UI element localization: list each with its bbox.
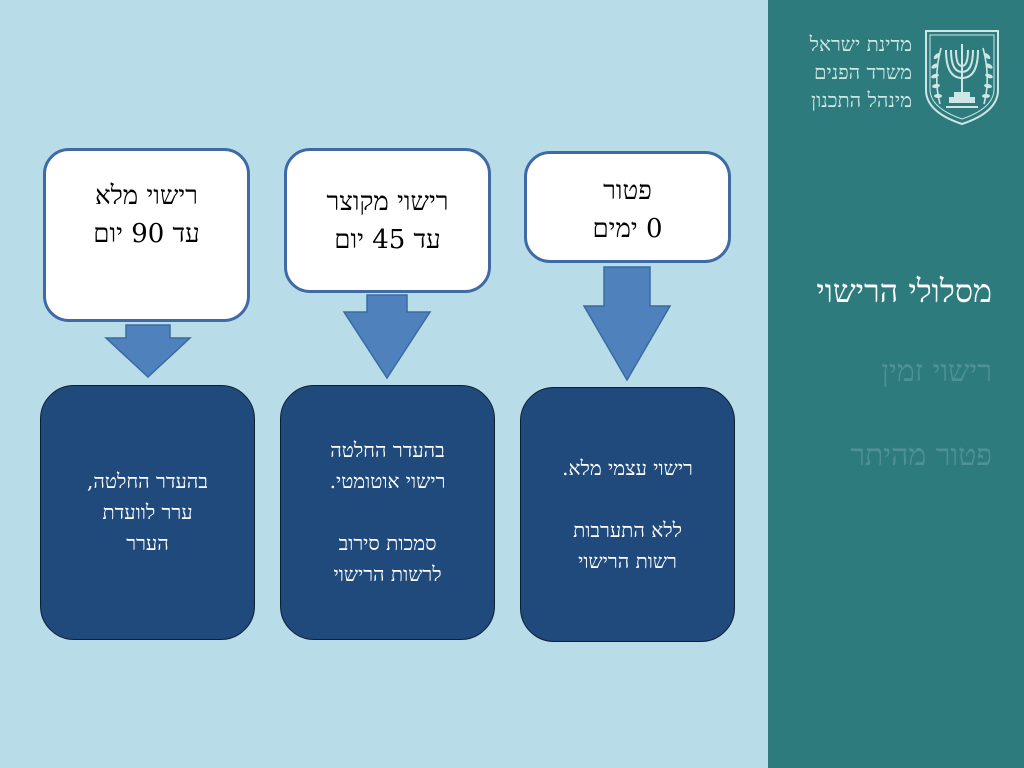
track-exemption-outcome: רישוי עצמי מלא. ללא התערבות רשות הרישוי bbox=[520, 387, 735, 642]
nav-item-licensing-tracks[interactable]: מסלולי הרישוי bbox=[816, 272, 992, 310]
outcome-line: רשות הרישוי bbox=[578, 548, 677, 573]
nav-item-permit-exemption[interactable]: פטור מהיתר bbox=[850, 438, 992, 473]
outcome-line: לרשות הרישוי bbox=[333, 562, 442, 586]
track-title: רישוי מקוצר bbox=[326, 187, 449, 217]
header-line-state: מדינת ישראל bbox=[809, 32, 912, 56]
down-arrow-icon bbox=[104, 324, 192, 378]
outcome-line: הערר bbox=[126, 531, 169, 555]
track-short-licensing-box: רישוי מקוצר עד 45 יום bbox=[284, 148, 491, 293]
outcome-line: רישוי אוטומטי. bbox=[329, 469, 446, 493]
outcome-line: בהעדר החלטה, bbox=[87, 469, 208, 493]
outcome-line: בהעדר החלטה bbox=[330, 438, 445, 462]
sidebar bbox=[768, 0, 1024, 768]
down-arrow-icon bbox=[582, 266, 672, 382]
outcome-line: ללא התערבות bbox=[573, 517, 682, 542]
track-short-licensing-outcome: בהעדר החלטה רישוי אוטומטי. סמכות סירוב ל… bbox=[280, 385, 495, 640]
outcome-line: ערר לוועדת bbox=[102, 500, 193, 524]
track-duration: 0 ימים bbox=[592, 214, 663, 244]
down-arrow-icon bbox=[342, 294, 432, 380]
track-exemption-box: פטור 0 ימים bbox=[524, 151, 731, 263]
header-line-administration: מינהל התכנון bbox=[810, 88, 912, 112]
nav-item-available-licensing[interactable]: רישוי זמין bbox=[881, 354, 992, 389]
track-title: פטור bbox=[603, 176, 652, 206]
track-title: רישוי מלא bbox=[95, 181, 198, 211]
track-full-licensing-outcome: בהעדר החלטה, ערר לוועדת הערר bbox=[40, 385, 255, 640]
track-duration: עד 90 יום bbox=[93, 219, 200, 249]
menorah-emblem-icon bbox=[925, 30, 999, 126]
track-duration: עד 45 יום bbox=[334, 225, 441, 255]
outcome-line: סמכות סירוב bbox=[338, 531, 437, 555]
ministry-header: מדינת ישראל משרד הפנים מינהל התכנון bbox=[810, 30, 912, 114]
header-line-ministry: משרד הפנים bbox=[813, 60, 912, 84]
outcome-line: רישוי עצמי מלא. bbox=[562, 455, 693, 480]
track-full-licensing-box: רישוי מלא עד 90 יום bbox=[43, 148, 250, 322]
